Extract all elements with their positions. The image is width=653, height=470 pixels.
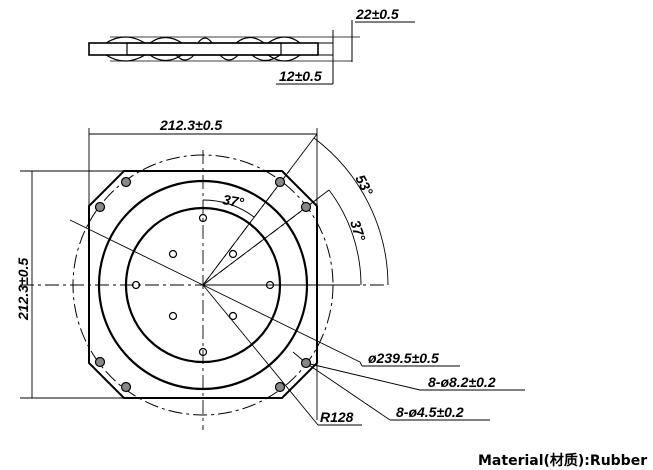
dim-plate-thickness: 12±0.5 [279,68,322,84]
front-view [20,150,388,430]
dim-large-holes: 8-ø8.2±0.2 [428,374,496,390]
dim-radius: R128 [320,409,354,425]
dim-outer-diameter: ø239.5±0.5 [368,350,439,366]
dim-total-thickness: 22±0.5 [355,6,399,22]
side-view [88,20,415,85]
dim-height: 212.3±0.5 [15,258,31,321]
dim-angle-top: 37° [221,191,245,211]
material-label: Material(材质):Rubber [478,453,648,469]
dim-width: 212.3±0.5 [159,117,222,133]
dim-angle-outer: 53° [352,172,376,199]
bolt-holes [94,176,312,393]
dim-angle-inner: 37° [347,218,369,243]
dim-small-holes: 8-ø4.5±0.2 [396,404,464,420]
